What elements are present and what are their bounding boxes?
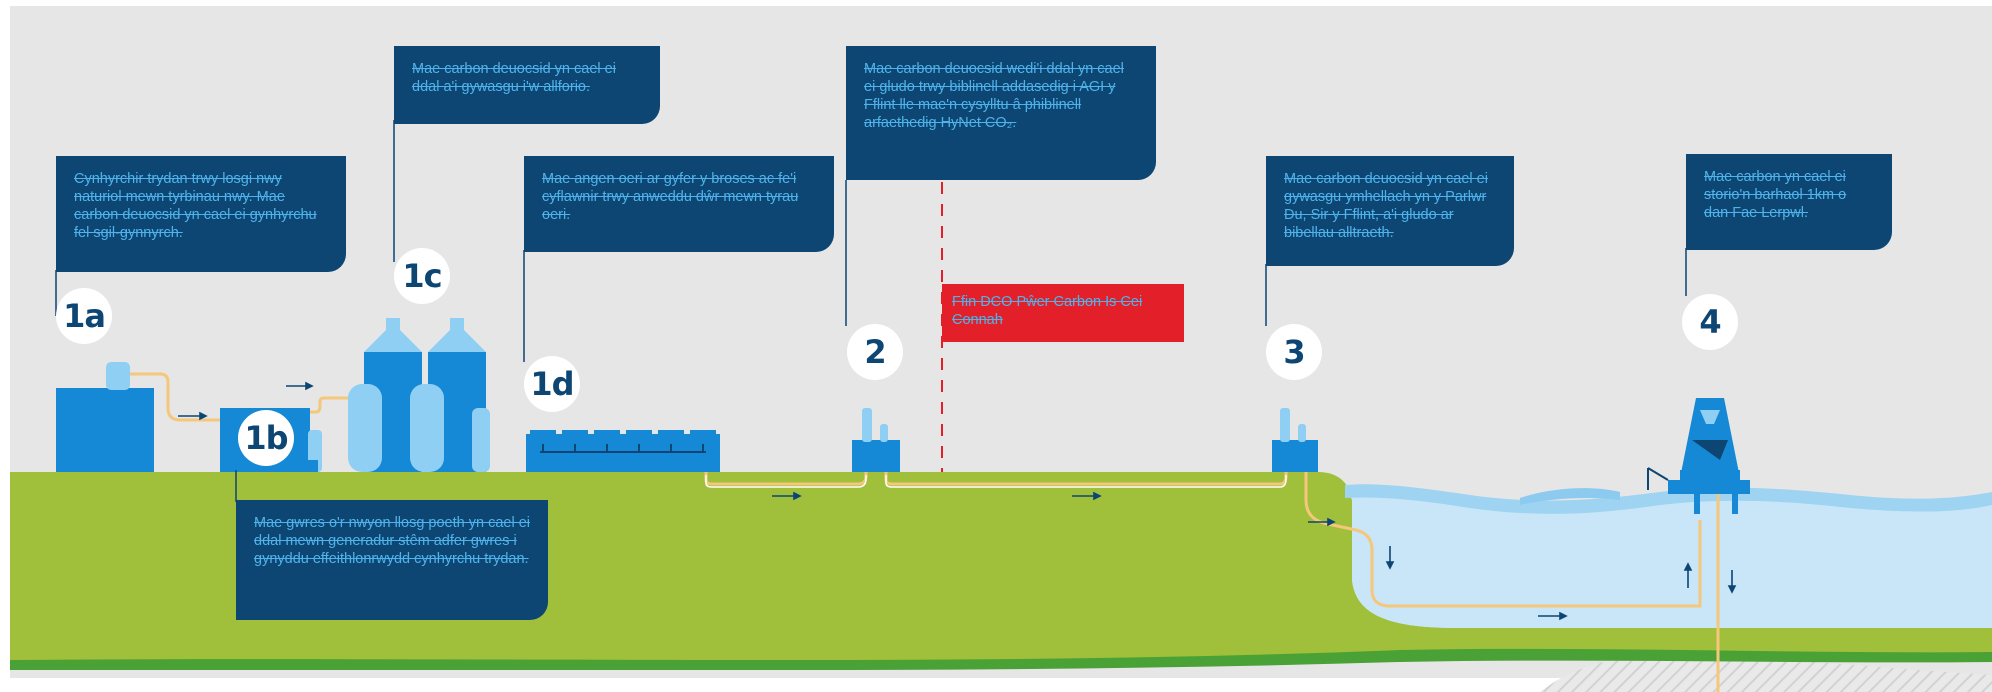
callout-1a: Cynhyrchir trydan trwy losgi nwy naturio… [56,156,346,272]
gas-turbine-building [56,388,154,472]
badge-2: 2 [847,324,903,380]
compressor-stack-2 [1298,424,1306,442]
flow-arrows [178,381,1737,621]
sea-wave [1345,484,1992,514]
seabed-rock [1540,653,1992,692]
callout-2: Mae carbon deuocsid wedi'i ddal yn cael … [846,46,1156,180]
badge-1a: 1a [56,288,112,344]
badge-3: 3 [1266,324,1322,380]
capture-vessel-2 [410,384,444,472]
capture-tower-1-cap [386,318,400,332]
capture-vessel-1 [348,384,382,472]
badge-1b: 1b [238,410,294,466]
turbine-stack [106,362,130,390]
agi-building [852,440,900,472]
callout-3: Mae carbon deuocsid yn cael ei gywasgu y… [1266,156,1514,266]
hrsg-base [294,460,318,472]
compressor-building [1272,440,1318,472]
dco-boundary-label: Ffin DCO Pŵer Carbon Is Cei Connah [942,284,1184,342]
cooling-tower-row [526,430,720,472]
compressor-stack-1 [1280,408,1290,442]
sea [1345,484,1992,628]
agi-stack-2 [880,424,888,442]
callout-1b: Mae gwres o'r nwyon llosg poeth yn cael … [236,500,548,620]
land-edge [10,648,1992,670]
sea-wave-small [1520,488,1620,505]
capture-tower-2-roof [428,330,486,352]
offshore-platform [1647,398,1750,514]
capture-vessel-3 [472,408,490,472]
callout-1d: Mae angen oeri ar gyfer y broses ac fe'i… [524,156,834,252]
capture-tower-2-cap [450,318,464,332]
capture-tower-1-roof [364,330,422,352]
badge-4: 4 [1682,294,1738,350]
callout-1c: Mae carbon deuocsid yn cael ei ddal a'i … [394,46,660,124]
callout-4: Mae carbon yn cael ei storio'n barhaol 1… [1686,154,1892,250]
agi-stack-1 [862,408,872,442]
badge-1c: 1c [394,248,450,304]
co2-pipeline-inner [705,475,1287,488]
badge-1d: 1d [524,356,580,412]
